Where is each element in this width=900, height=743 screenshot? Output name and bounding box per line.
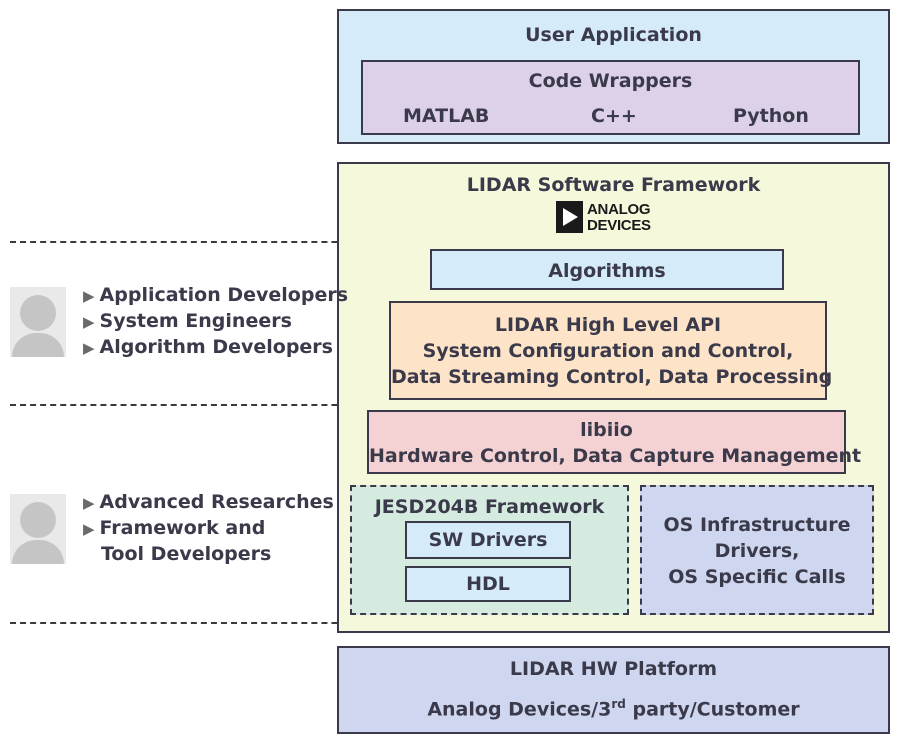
libiio-title: libiio [580, 419, 633, 441]
code-wrappers-title: Code Wrappers [528, 70, 693, 92]
sw-drivers-label: SW Drivers [428, 529, 548, 551]
role-application-developers: ▶Application Developers [83, 284, 349, 306]
algorithms-label: Algorithms [548, 260, 666, 282]
user-avatar-icon [10, 287, 66, 357]
hdl-label: HDL [466, 573, 510, 595]
hdl-block: HDL [405, 566, 571, 602]
bullet-arrow-icon: ▶ [83, 339, 95, 357]
sw-drivers-block: SW Drivers [405, 521, 571, 559]
role-advanced-researches: ▶Advanced Researches [83, 491, 334, 513]
high-level-api-title: LIDAR High Level API [494, 314, 722, 336]
analog-devices-triangle-icon [556, 201, 583, 233]
os-infrastructure-line3: OS Specific Calls [668, 566, 846, 588]
hw-platform-subtitle-sup: rd [611, 697, 626, 711]
libiio-subtitle: Hardware Control, Data Capture Managemen… [369, 445, 862, 467]
hw-platform-subtitle-post: party/Customer [625, 698, 800, 721]
role-tool-developers: Tool Developers [101, 543, 272, 565]
algorithms-block: Algorithms [430, 249, 784, 290]
code-wrappers-block: Code Wrappers MATLAB C++ Python [361, 60, 860, 135]
analog-devices-logo: ANALOG DEVICES [556, 201, 662, 235]
high-level-api-line1: System Configuration and Control, [422, 340, 794, 362]
logo-word-analog: ANALOG [587, 201, 651, 218]
role-system-engineers: ▶System Engineers [83, 310, 292, 332]
os-infrastructure-block: OS Infrastructure Drivers, OS Specific C… [640, 485, 874, 615]
hw-platform-subtitle: Analog Devices/3rd party/Customer [339, 697, 888, 720]
hw-platform-subtitle-pre: Analog Devices/3 [427, 698, 612, 721]
hw-platform-title: LIDAR HW Platform [509, 658, 718, 680]
logo-word-devices: DEVICES [587, 217, 651, 234]
bullet-arrow-icon: ▶ [83, 494, 95, 512]
role-framework-developers: ▶Framework and [83, 517, 266, 539]
user-avatar-icon [10, 494, 66, 564]
bullet-arrow-icon: ▶ [83, 313, 95, 331]
bullet-arrow-icon: ▶ [83, 287, 95, 305]
role-algorithm-developers: ▶Algorithm Developers [83, 336, 333, 358]
high-level-api-block: LIDAR High Level API System Configuratio… [389, 301, 833, 400]
os-infrastructure-line1: OS Infrastructure [663, 514, 851, 536]
jesd204b-title: JESD204B Framework [374, 496, 605, 518]
libiio-block: libiio Hardware Control, Data Capture Ma… [367, 410, 862, 474]
wrapper-python: Python [733, 105, 809, 127]
bullet-arrow-icon: ▶ [83, 520, 95, 538]
user-application-title: User Application [525, 24, 702, 46]
wrapper-matlab: MATLAB [403, 105, 490, 127]
high-level-api-line2: Data Streaming Control, Data Processing [391, 366, 833, 388]
os-infrastructure-line2: Drivers, [714, 540, 800, 562]
wrapper-cpp: C++ [591, 105, 637, 127]
framework-title: LIDAR Software Framework [466, 174, 761, 196]
lidar-hw-platform-block: LIDAR HW Platform Analog Devices/3rd par… [337, 646, 890, 734]
